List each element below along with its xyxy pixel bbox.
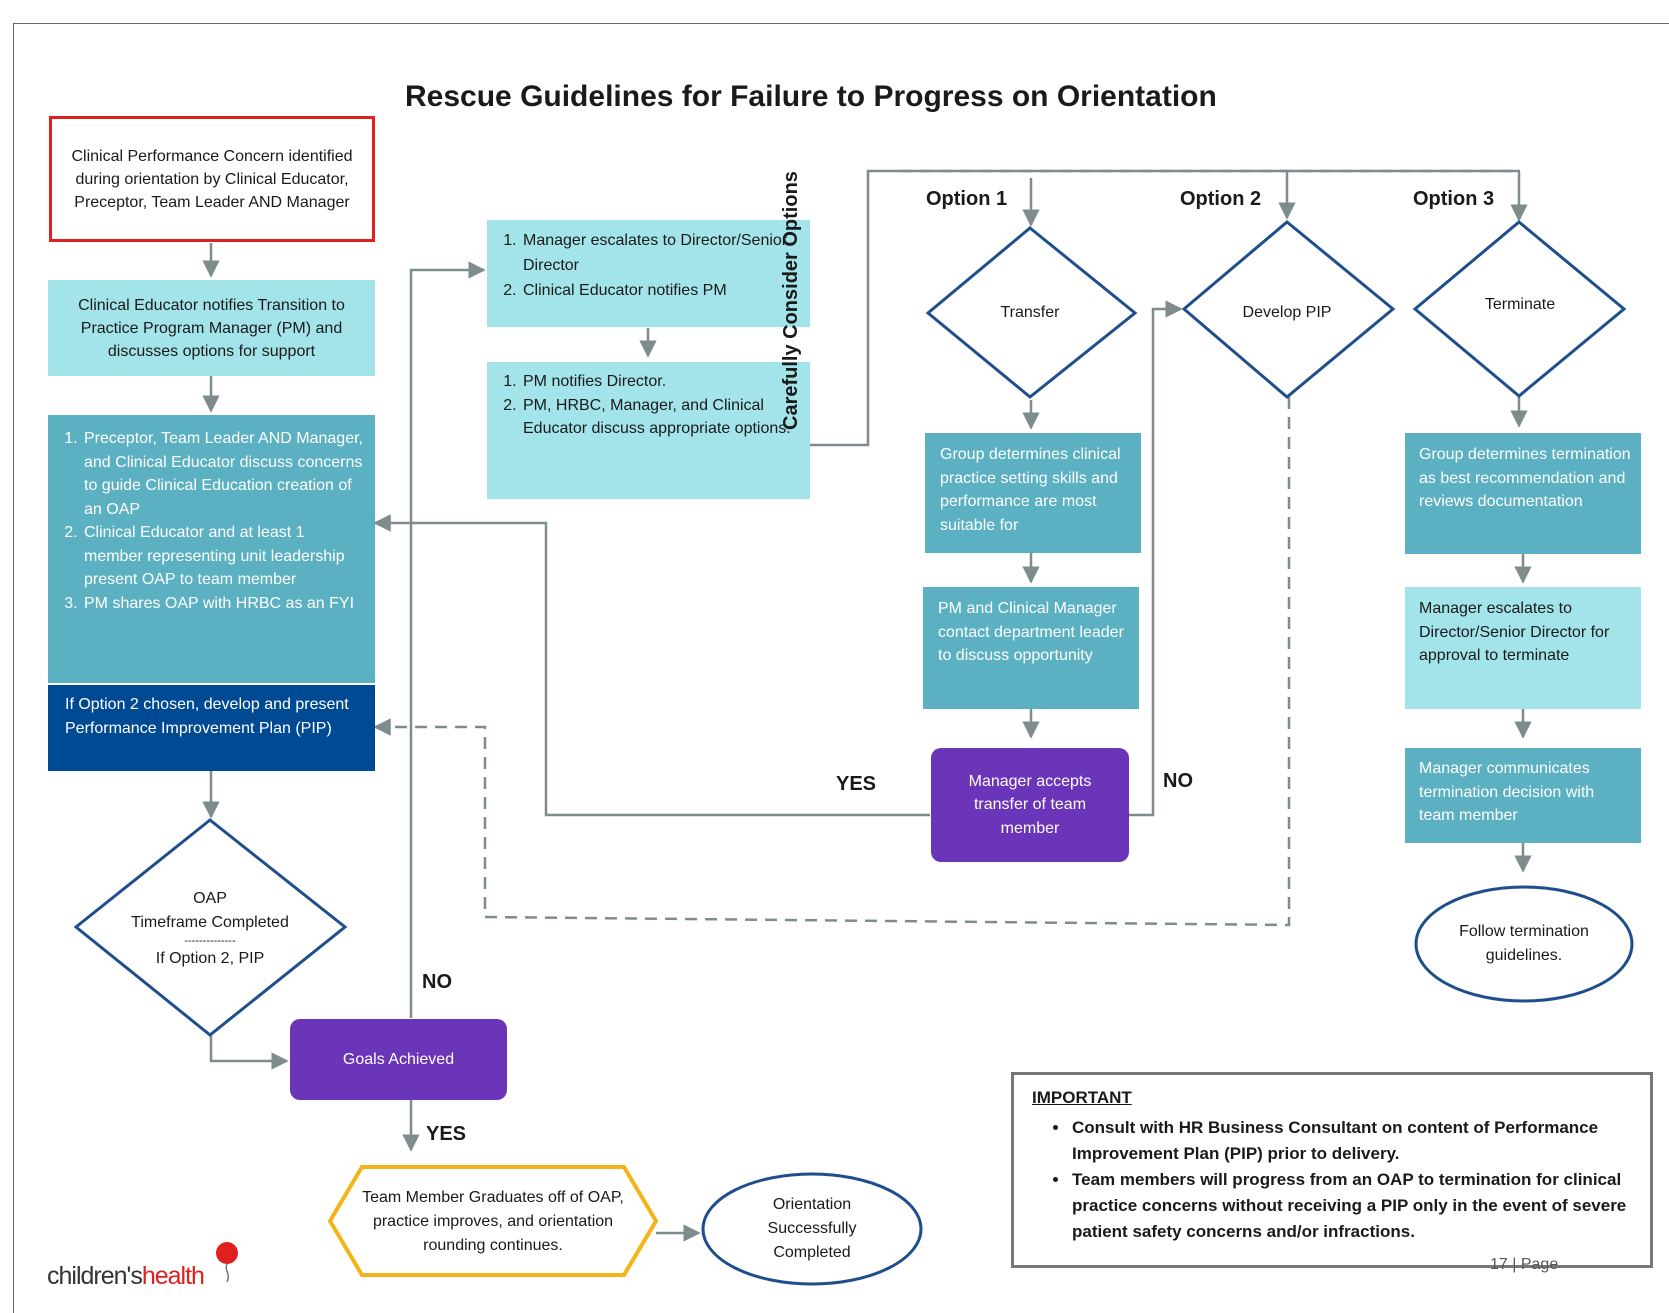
manager-escalates-term-text: Manager escalates to Director/Senior Dir… [1419,600,1610,664]
pm-notifies-list: PM notifies Director. PM, HRBC, Manager,… [487,370,802,441]
follow-termination-text: Follow termination guidelines. [1459,923,1589,964]
yes-goals-label: YES [426,1123,467,1145]
notify-pm-box: Clinical Educator notifies Transition to… [48,280,375,376]
goals-achieved-box: Goals Achieved [290,1019,507,1100]
oap-diamond-text: OAP Timeframe Completed -------------- I… [100,880,320,978]
manager-escalates-term-box: Manager escalates to Director/Senior Dir… [1405,587,1641,709]
terminate-text-wrap: Terminate [1450,292,1590,318]
escalate-box: Manager escalates to Director/Senior Dir… [487,220,810,327]
page-frame [13,23,1669,1313]
oap-step: Clinical Educator and at least 1 member … [82,521,363,592]
terminate-text: Terminate [1484,296,1556,313]
option3-label: Option 3 [1413,188,1495,210]
graduates-text-wrap: Team Member Graduates off of OAP, practi… [360,1184,626,1260]
pm-contact-box: PM and Clinical Manager contact departme… [923,587,1139,709]
pip-develop-box: If Option 2 chosen, develop and present … [48,685,375,771]
oap-step: PM shares OAP with HRBC as an FYI [82,592,363,616]
balloon-icon [216,1242,238,1283]
important-heading: IMPORTANT [1032,1088,1132,1107]
pm-notifies-step: PM, HRBC, Manager, and Clinical Educator… [521,394,802,441]
concern-text: Clinical Performance Concern identified … [71,147,353,211]
pm-notifies-step: PM notifies Director. [521,370,802,394]
goals-achieved-text: Goals Achieved [342,1051,455,1068]
page-number: 17 | Page [1490,1256,1559,1273]
group-termination-box: Group determines termination as best rec… [1405,433,1641,554]
yes-transfer-label: YES [836,773,877,795]
no-goals-label: NO [422,971,452,993]
no-transfer-label: NO [1163,770,1193,792]
page-title: Rescue Guidelines for Failure to Progres… [405,80,1217,113]
manager-accepts-text: Manager accepts transfer of team member [968,772,1092,837]
follow-termination-text-wrap: Follow termination guidelines. [1455,905,1593,983]
group-setting-box: Group determines clinical practice setti… [925,433,1141,553]
important-box: IMPORTANT Consult with HR Business Consu… [1011,1072,1653,1268]
important-item: Team members will progress from an OAP t… [1070,1167,1632,1245]
group-termination-text: Group determines termination as best rec… [1419,446,1631,510]
develop-pip-text-wrap: Develop PIP [1212,300,1362,326]
develop-pip-text: Develop PIP [1242,304,1332,321]
pm-contact-text: PM and Clinical Manager contact departme… [938,600,1124,664]
oap-diamond-line3: If Option 2, PIP [155,950,265,967]
orientation-complete-text: Orientation Successfully Completed [767,1196,857,1261]
concern-box: Clinical Performance Concern identified … [49,116,375,242]
manager-communicates-text: Manager communicates termination decisio… [1419,760,1595,824]
oap-diamond-separator: -------------- [184,935,236,947]
oap-steps-list: Preceptor, Team Leader AND Manager, and … [48,427,363,615]
pip-develop-text: If Option 2 chosen, develop and present … [65,696,349,737]
pm-notifies-box: PM notifies Director. PM, HRBC, Manager,… [487,362,810,499]
transfer-text: Transfer [1000,304,1060,321]
manager-accepts-box: Manager accepts transfer of team member [931,748,1129,862]
oap-steps-box: Preceptor, Team Leader AND Manager, and … [48,415,375,683]
transfer-text-wrap: Transfer [960,300,1100,326]
logo-part1: children's [47,1262,143,1290]
oap-step: Preceptor, Team Leader AND Manager, and … [82,427,363,521]
manager-communicates-box: Manager communicates termination decisio… [1405,748,1641,843]
carefully-consider-label: Carefully Consider Options [780,171,802,430]
notify-pm-text: Clinical Educator notifies Transition to… [78,296,345,360]
option1-label: Option 1 [926,188,1008,210]
important-list: Consult with HR Business Consultant on c… [1032,1115,1632,1245]
important-item: Consult with HR Business Consultant on c… [1070,1115,1632,1167]
graduates-text: Team Member Graduates off of OAP, practi… [362,1189,624,1254]
oap-diamond-line2: Timeframe Completed [131,914,289,931]
escalate-step: Clinical Educator notifies PM [521,278,802,303]
option2-label: Option 2 [1180,188,1262,210]
logo-part2: health [141,1262,205,1290]
oap-diamond-line1: OAP [193,890,227,907]
escalate-step: Manager escalates to Director/Senior Dir… [521,228,802,278]
orientation-complete-text-wrap: Orientation Successfully Completed [735,1190,889,1268]
group-setting-text: Group determines clinical practice setti… [940,446,1121,534]
childrens-health-logo: children'shealth [47,1262,205,1291]
escalate-list: Manager escalates to Director/Senior Dir… [487,228,802,303]
